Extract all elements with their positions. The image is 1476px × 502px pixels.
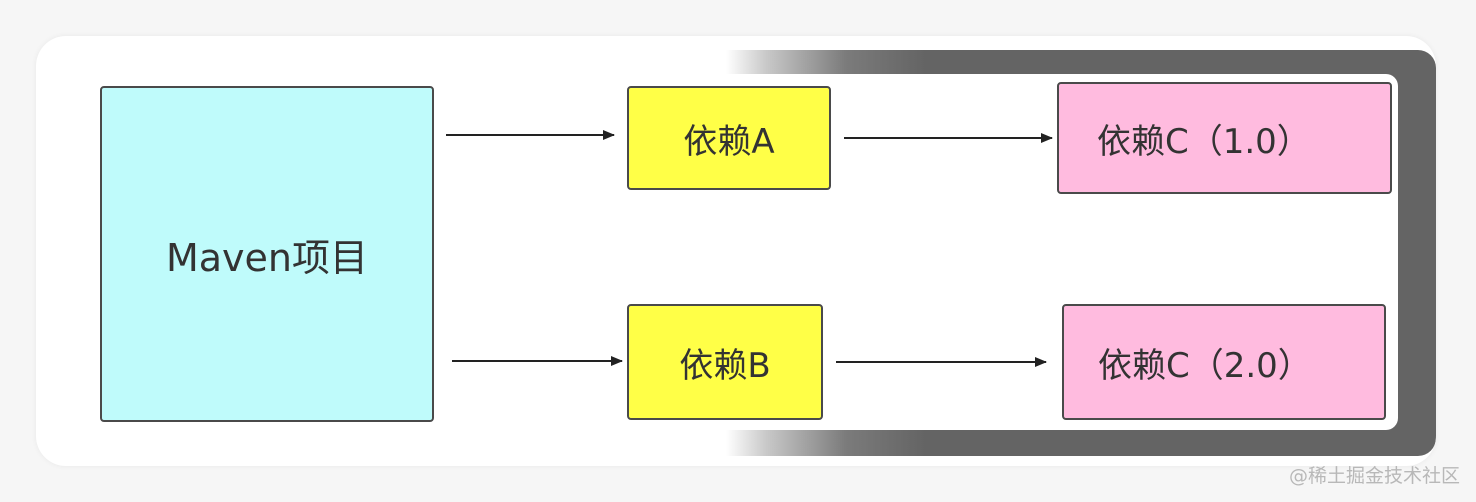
node-dependency-b: 依赖B	[627, 304, 823, 420]
node-dependency-c-2-0-label: 依赖C（2.0）	[1098, 345, 1312, 386]
node-maven-project-label: Maven项目	[165, 235, 369, 280]
node-maven-project: Maven项目	[100, 86, 434, 422]
node-dependency-c-1-0-label: 依赖C（1.0）	[1097, 121, 1311, 162]
node-dependency-b-label: 依赖B	[679, 345, 771, 386]
node-dependency-a-label: 依赖A	[683, 121, 775, 162]
node-dependency-c-1-0: 依赖C（1.0）	[1057, 82, 1392, 194]
watermark: @稀土掘金技术社区	[1288, 465, 1460, 487]
node-dependency-a: 依赖A	[627, 86, 831, 190]
node-dependency-c-2-0: 依赖C（2.0）	[1062, 304, 1386, 420]
